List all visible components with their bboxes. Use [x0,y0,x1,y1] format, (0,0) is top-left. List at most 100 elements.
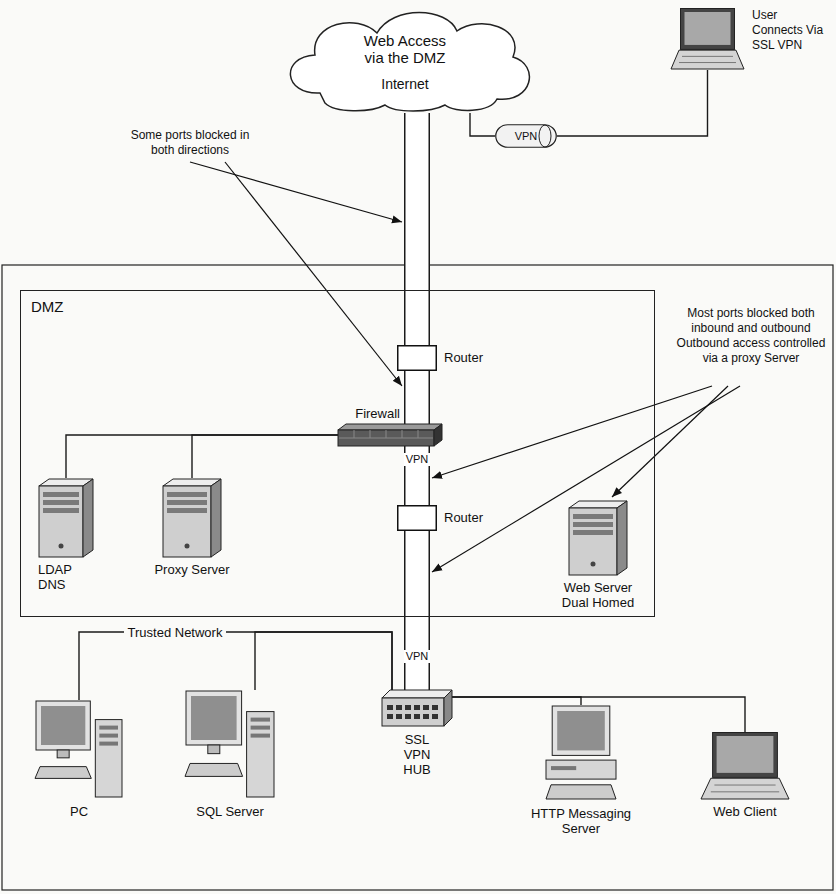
network-link [470,113,495,136]
hub-icon: SSL VPN HUB [382,690,452,726]
node-label: HTTP Messaging Server [526,806,636,836]
icon-polygon [546,785,616,799]
icon-rect [573,514,613,519]
callout-note: Some ports blocked in both directions [120,128,260,158]
icon-rect [43,492,79,497]
icon-circle [59,544,64,549]
server-tower-outline [568,500,628,576]
node-label: LDAP DNS [38,562,84,592]
icon-rect [681,9,735,50]
icon-path [406,113,429,345]
icon-path [66,435,338,478]
node-label: Router [444,510,483,525]
pc-icon: PC [35,700,123,798]
icon-rect [382,698,444,726]
node-label: VPN [495,129,557,143]
icon-line [354,430,355,438]
icon-rect [163,486,211,557]
icon-rect [398,346,437,371]
icon-rect [551,766,576,770]
hub-icon-outline [382,690,452,726]
icon-path [404,113,430,345]
icon-polygon [382,690,452,698]
icon-rect [552,706,610,755]
laptop-icon: User Connects Via SSL VPN [670,8,745,70]
zone-box: DMZRouterFirewallRouterLDAP DNSProxy Ser… [20,290,655,617]
icon-path [557,70,708,136]
server-tower-outline [38,478,94,558]
icon-line [682,56,733,57]
icon-rect [95,720,122,797]
icon-polygon [35,767,91,779]
server-icon: SQL Server [185,690,275,798]
icon-rect [569,508,617,575]
server-tower: LDAP DNS [38,478,94,558]
icon-rect [405,705,411,710]
icon-path [79,632,392,700]
vpn-tube: VPN [495,124,557,148]
icon-path [192,435,338,478]
server-icon-outline [545,705,617,800]
icon-rect [387,714,393,719]
callout-note: Most ports blocked both inbound and outb… [675,306,827,366]
laptop-icon-outline [700,732,790,800]
icon-rect [396,714,402,719]
icon-rect [191,696,237,740]
icon-ellipse [539,125,551,147]
icon-rect [405,714,411,719]
icon-rect [573,522,613,527]
icon-rect [99,726,118,730]
icon-rect [398,506,437,531]
icon-rect [186,691,242,745]
network-link [66,435,338,478]
icon-path [404,371,430,424]
diagram-title: Web Access via the DMZ [355,32,455,66]
icon-rect [338,430,434,446]
node-label: DMZ [31,299,64,314]
server-tower-outline [162,478,222,558]
icon-rect [717,736,774,773]
node-label: PC [19,804,139,819]
router-box-outline [397,345,437,371]
icon-circle [185,544,190,549]
icon-rect [713,733,778,778]
network-link [557,70,708,136]
icon-polygon [701,778,789,799]
icon-polygon [434,424,442,446]
icon-rect [423,714,429,719]
icon-rect [423,705,429,710]
icon-rect [247,712,274,797]
icon-rect [432,705,438,710]
icon-line [402,430,403,438]
network-pipe [417,371,418,424]
icon-line [714,785,775,786]
icon-path [404,531,430,690]
icon-rect [167,500,207,505]
icon-rect [208,745,220,754]
node-label: Firewall [355,406,400,421]
icon-rect [432,714,438,719]
icon-rect [546,760,616,779]
network-link [79,632,392,700]
icon-rect [251,734,270,738]
icon-rect [251,726,270,730]
icon-rect [99,742,118,746]
router-box: Router [397,345,437,371]
icon-path [290,13,529,112]
icon-path [406,531,429,690]
node-label: User Connects Via SSL VPN [752,8,826,53]
node-label: Internet [335,77,475,92]
laptop-icon: Web Client [700,732,790,800]
icon-polygon [671,50,744,69]
icon-rect [557,711,605,750]
icon-rect [685,12,731,45]
icon-line [386,430,387,438]
icon-rect [396,705,402,710]
icon-polygon [211,479,221,557]
icon-rect [251,718,270,722]
icon-rect [573,530,613,535]
router-box: Router [397,505,437,531]
link-label: VPN [404,650,430,663]
laptop-icon-outline [670,8,745,70]
